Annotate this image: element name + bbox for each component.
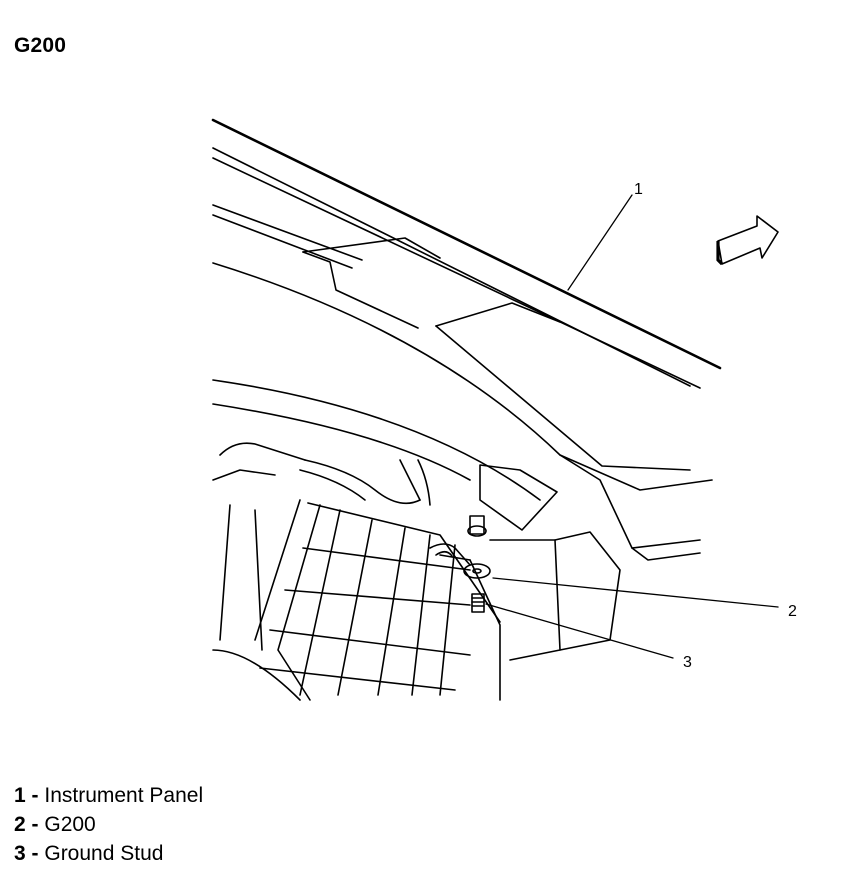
legend-number: 1 — [14, 784, 26, 807]
legend-item-ground-stud: 3 - Ground Stud — [14, 839, 203, 868]
legend-separator: - — [25, 784, 45, 807]
legend-label: Instrument Panel — [44, 784, 204, 807]
legend-number: 2 — [14, 813, 26, 836]
legend: 1 - Instrument Panel 2 - G200 3 - Ground… — [14, 781, 203, 868]
callout-3-number: 3 — [683, 654, 692, 671]
legend-separator: - — [25, 813, 45, 836]
legend-item-instrument-panel: 1 - Instrument Panel — [14, 781, 203, 810]
callout-2-number: 2 — [788, 603, 797, 620]
legend-label: Ground Stud — [44, 842, 164, 865]
legend-separator: - — [25, 842, 45, 865]
legend-label: G200 — [44, 813, 96, 836]
forward-arrow-icon — [716, 215, 779, 266]
callout-1-number: 1 — [634, 181, 643, 198]
page-title: G200 — [14, 34, 67, 57]
legend-item-g200: 2 - G200 — [14, 810, 203, 839]
legend-number: 3 — [14, 842, 26, 865]
